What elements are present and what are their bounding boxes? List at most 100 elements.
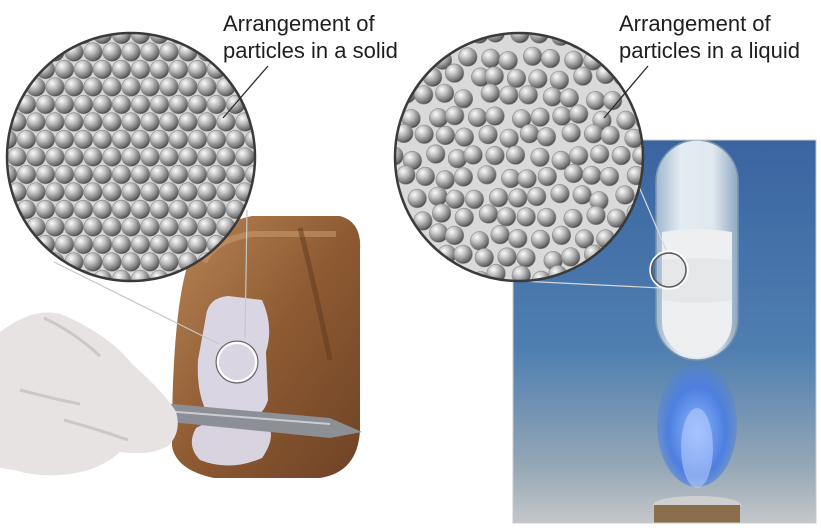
- solid-particle: [103, 183, 122, 202]
- burner-base: [654, 505, 740, 527]
- liquid-particle: [569, 105, 588, 124]
- solid-particle: [141, 113, 160, 132]
- solid-particle: [141, 43, 160, 62]
- liquid-caption-line-2: particles in a liquid: [619, 38, 800, 63]
- solid-particle: [217, 183, 236, 202]
- liquid-particle: [529, 70, 548, 89]
- solid-particle: [103, 253, 122, 272]
- solid-particle: [84, 218, 103, 237]
- cut-face: [198, 296, 269, 422]
- liquid-particle: [509, 189, 528, 208]
- liquid-particle: [408, 189, 427, 208]
- liquid-particle: [429, 187, 448, 206]
- solid-particle: [141, 218, 160, 237]
- gloved-hand: [0, 312, 178, 475]
- solid-particle: [131, 95, 150, 114]
- solid-particle: [36, 200, 55, 219]
- liquid-particle: [486, 107, 505, 126]
- solid-particle: [122, 148, 141, 167]
- liquid-particle: [531, 148, 550, 167]
- solid-particle: [207, 200, 226, 219]
- solid-particle: [112, 130, 131, 149]
- solid-particle: [65, 113, 84, 132]
- liquid-particle: [614, 67, 633, 86]
- liquid-particle: [587, 206, 606, 225]
- solid-particle: [8, 148, 27, 167]
- solid-particle: [122, 113, 141, 132]
- inner-flame: [681, 408, 713, 488]
- solid-particle: [55, 200, 74, 219]
- solid-particle: [198, 148, 217, 167]
- liquid-particle: [520, 124, 539, 143]
- liquid-particle: [586, 91, 605, 110]
- liquid-particle: [445, 64, 464, 83]
- liquid-particle: [436, 171, 455, 190]
- solid-particle: [74, 130, 93, 149]
- solid-particle: [169, 95, 188, 114]
- liquid-particle: [489, 188, 508, 207]
- liquid-particle: [454, 90, 473, 109]
- liquid-particle: [429, 109, 448, 128]
- solid-particle: [150, 130, 169, 149]
- liquid-particle: [454, 245, 473, 264]
- liquid-particle: [507, 69, 526, 88]
- solid-particle: [188, 130, 207, 149]
- solid-particle: [169, 60, 188, 79]
- solid-particle: [122, 183, 141, 202]
- liquid-particle: [455, 208, 474, 227]
- solid-particle: [55, 235, 74, 254]
- solid-particle: [255, 148, 274, 167]
- solid-particle: [198, 218, 217, 237]
- solid-particle: [112, 60, 131, 79]
- solid-particle: [160, 218, 179, 237]
- liquid-particle: [455, 128, 474, 147]
- solid-particle: [188, 95, 207, 114]
- solid-particle: [93, 235, 112, 254]
- liquid-particle: [501, 169, 520, 188]
- solid-particle: [93, 60, 112, 79]
- liquid-particle: [573, 186, 592, 205]
- solid-particle: [188, 60, 207, 79]
- solid-particle: [188, 235, 207, 254]
- liquid-particle: [560, 89, 579, 108]
- solid-particle: [55, 95, 74, 114]
- solid-particle: [160, 148, 179, 167]
- solid-particle: [17, 165, 36, 184]
- liquid-particle: [600, 167, 619, 186]
- solid-particle: [236, 148, 255, 167]
- solid-caption: Arrangement of particles in a solid: [223, 10, 398, 64]
- solid-particle: [93, 130, 112, 149]
- liquid-particle: [531, 230, 550, 249]
- liquid-particle: [459, 48, 478, 67]
- solid-particle: [141, 148, 160, 167]
- solid-particle: [65, 183, 84, 202]
- solid-particle: [103, 43, 122, 62]
- solid-particle: [179, 218, 198, 237]
- liquid-caption: Arrangement of particles in a liquid: [619, 10, 800, 64]
- liquid-particle: [475, 248, 494, 267]
- liquid-particle: [497, 208, 516, 227]
- solid-particle: [160, 253, 179, 272]
- solid-particle: [122, 78, 141, 97]
- solid-particle: [84, 253, 103, 272]
- solid-particle: [160, 113, 179, 132]
- liquid-particle: [479, 205, 498, 224]
- liquid-particle: [537, 128, 556, 147]
- solid-particle: [84, 113, 103, 132]
- liquid-particle: [551, 184, 570, 203]
- liquid-particle: [435, 84, 454, 103]
- solid-particle: [207, 165, 226, 184]
- solid-particle: [122, 43, 141, 62]
- solid-particle: [131, 235, 150, 254]
- solid-particle: [150, 95, 169, 114]
- solid-particle: [169, 165, 188, 184]
- liquid-particle: [485, 67, 504, 86]
- liquid-particle: [518, 170, 537, 189]
- liquid-particle: [486, 146, 505, 165]
- solid-particle: [74, 165, 93, 184]
- solid-particle: [207, 130, 226, 149]
- liquid-particle: [541, 49, 560, 68]
- liquid-particle: [468, 108, 487, 127]
- liquid-particle: [454, 168, 473, 187]
- liquid-particle: [445, 106, 464, 125]
